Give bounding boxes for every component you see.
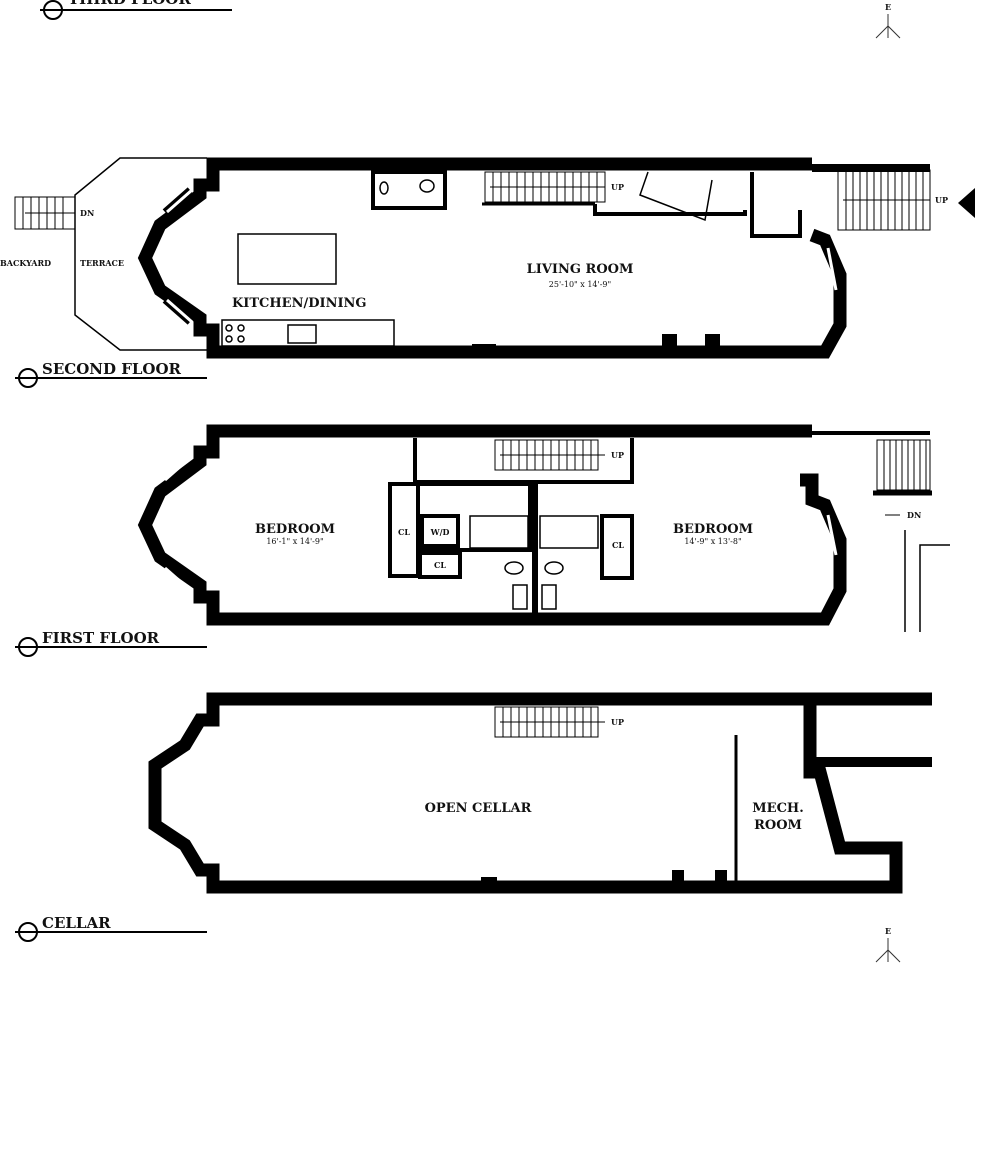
living-room-label: LIVING ROOM <box>527 262 634 277</box>
compass-icon: E <box>875 2 901 39</box>
living-room-dimensions: 25'-10" x 14'-9" <box>549 280 611 289</box>
first-floor-plan: UP DN BEDROOM 16'-1" x 14'-9" BEDROOM 14… <box>137 424 950 632</box>
svg-text:DN: DN <box>907 510 921 520</box>
cellar-marker: CELLAR <box>15 914 207 942</box>
bedroom-left-dimensions: 16'-1" x 14'-9" <box>266 537 323 546</box>
stair-dn-first <box>873 439 932 516</box>
compass-icon: E <box>875 926 901 963</box>
washer-dryer-label: W/D <box>430 527 450 537</box>
open-cellar-label: OPEN CELLAR <box>425 801 532 816</box>
svg-text:E: E <box>885 926 891 936</box>
third-floor-label: THIRD FLOOR <box>68 0 191 8</box>
svg-text:UP: UP <box>611 182 624 192</box>
backyard-label: BACKYARD <box>0 258 51 268</box>
first-floor-label: FIRST FLOOR <box>42 629 160 647</box>
mech-room-label-2: ROOM <box>754 818 802 833</box>
bedroom-right-dimensions: 14'-9" x 13'-8" <box>684 537 741 546</box>
entry-arrow-icon <box>958 188 975 218</box>
svg-text:UP: UP <box>611 450 624 460</box>
kitchen-label: KITCHEN/DINING <box>232 296 367 311</box>
cellar-label: CELLAR <box>42 914 111 932</box>
closet-right-label: CL <box>612 540 624 550</box>
stair-up-entry <box>837 169 931 231</box>
stair-dn-backyard <box>14 196 76 230</box>
closet-small-label: CL <box>434 560 446 570</box>
stair-up-cellar <box>494 706 605 738</box>
second-floor-label: SECOND FLOOR <box>42 360 182 378</box>
svg-text:UP: UP <box>611 717 624 727</box>
washer-dryer <box>420 514 460 548</box>
svg-text:DN: DN <box>80 208 94 218</box>
stair-up-first <box>494 439 605 471</box>
closet-left-label: CL <box>398 527 410 537</box>
svg-text:E: E <box>885 2 891 12</box>
terrace-label: TERRACE <box>80 258 124 268</box>
powder-room <box>371 170 447 210</box>
kitchen-island <box>237 233 337 285</box>
second-floor-plan: DN BACKYARD TERRACE UP <box>0 157 975 359</box>
first-floor-marker: FIRST FLOOR <box>15 629 207 657</box>
mech-room-label-1: MECH. <box>752 801 803 816</box>
kitchen-counter <box>221 319 395 347</box>
bedroom-right-label: BEDROOM <box>673 522 753 537</box>
cellar-plan: UP OPEN CELLAR MECH. ROOM <box>148 692 932 894</box>
svg-text:UP: UP <box>935 195 948 205</box>
second-floor-marker: SECOND FLOOR <box>15 360 207 388</box>
bedroom-left-label: BEDROOM <box>255 522 335 537</box>
stair-up-living <box>482 171 606 206</box>
third-floor-marker: THIRD FLOOR <box>40 0 232 20</box>
sink-icon <box>287 324 317 344</box>
